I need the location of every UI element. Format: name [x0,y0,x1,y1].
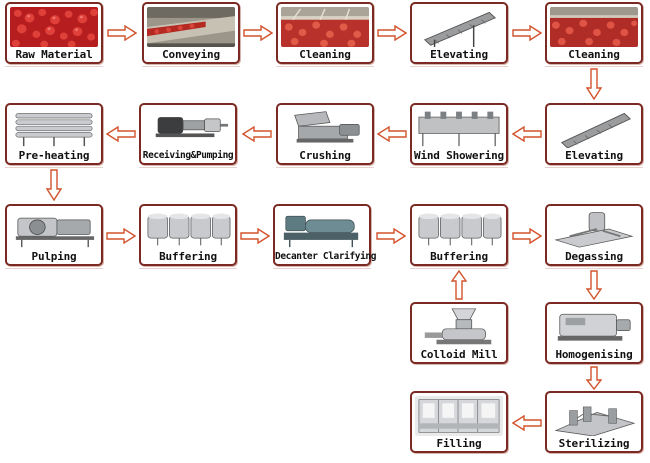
raw-material-image [10,7,98,47]
step-elevating-1: Elevating [410,2,508,64]
step-label: Raw Material [15,48,93,61]
divider [139,167,237,168]
step-filling: Filling [410,391,508,453]
divider [410,268,508,269]
step-homogenising: Homogenising [545,302,643,364]
buffering-image [415,209,503,249]
arrow-right-icon [376,228,406,244]
step-label: Degassing [565,250,623,263]
pre-heating-image [10,108,98,148]
divider [5,66,103,67]
crushing-image [281,108,369,148]
step-label: Cleaning [568,48,620,61]
buffering-image [144,209,232,249]
step-elevating-2: Elevating [545,103,643,165]
arrow-down-icon [46,169,62,201]
step-cleaning-2: Cleaning [545,2,643,64]
divider [139,268,237,269]
arrow-left-icon [242,126,272,142]
pulping-image [10,209,98,249]
step-decanter-clarifying: Decanter Clarifying [273,204,377,266]
step-wind-showering: Wind Showering [410,103,508,165]
step-label: Conveying [162,48,220,61]
step-label: Decanter Clarifying [275,251,377,262]
arrow-right-icon [107,25,137,41]
step-label: Cleaning [299,48,351,61]
step-label: Colloid Mill [420,348,498,361]
step-buffering-1: Buffering [139,204,237,266]
wind-showering-image [415,108,503,148]
arrow-right-icon [240,228,270,244]
arrow-right-icon [377,25,407,41]
divider [5,268,103,269]
step-label: Elevating [565,149,623,162]
colloid-mill-image [415,307,503,347]
step-sterilizing: Sterilizing [545,391,643,453]
arrow-left-icon [106,126,136,142]
step-degassing: Degassing [545,204,643,266]
arrow-right-icon [243,25,273,41]
receiving-pumping-image [144,108,232,148]
divider [545,268,643,269]
arrow-down-icon [586,270,602,300]
step-label: Buffering [430,250,488,263]
cleaning-image [281,7,369,47]
filling-image [415,396,503,436]
step-label: Wind Showering [414,149,504,162]
step-label: Homogenising [555,348,633,361]
divider [5,167,103,168]
step-colloid-mill: Colloid Mill [410,302,508,364]
step-cleaning-1: Cleaning [276,2,374,64]
conveying-image [147,7,235,47]
step-raw-material: Raw Material [5,2,103,64]
divider [273,268,371,269]
step-buffering-2: Buffering [410,204,508,266]
arrow-down-icon [586,68,602,100]
arrow-down-icon [586,366,602,390]
step-pre-heating: Pre-heating [5,103,103,165]
step-receiving-pumping: Receiving&Pumping [139,103,237,165]
divider [142,66,240,67]
step-label: Buffering [159,250,217,263]
elevating-image [415,7,503,47]
divider [545,167,643,168]
step-label: Receiving&Pumping [142,150,234,161]
arrow-left-icon [512,415,542,431]
decanter-clarifying-image [278,209,366,249]
step-pulping: Pulping [5,204,103,266]
step-crushing: Crushing [276,103,374,165]
arrow-right-icon [512,25,542,41]
elevating-image [550,108,638,148]
cleaning-image [550,7,638,47]
arrow-left-icon [512,126,542,142]
divider [276,167,374,168]
degassing-image [550,209,638,249]
divider [410,167,508,168]
step-label: Crushing [299,149,351,162]
homogenising-image [550,307,638,347]
step-label: Filling [436,437,482,450]
divider [410,66,508,67]
step-label: Pre-heating [18,149,90,162]
step-label: Sterilizing [558,437,630,450]
arrow-right-icon [106,228,136,244]
arrow-up-icon [451,270,467,300]
divider [276,66,374,67]
step-label: Pulping [31,250,77,263]
step-label: Elevating [430,48,488,61]
arrow-right-icon [512,228,542,244]
sterilizing-image [550,396,638,436]
step-conveying: Conveying [142,2,240,64]
divider [545,66,643,67]
arrow-left-icon [377,126,407,142]
